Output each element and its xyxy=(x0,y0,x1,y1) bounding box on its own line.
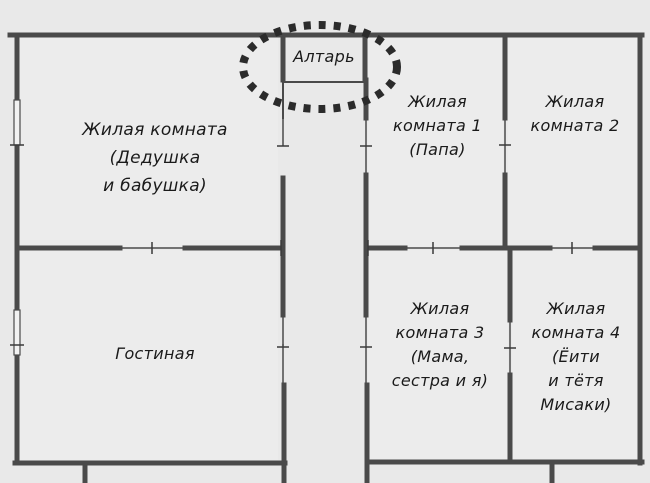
room-label-line: комната 2 xyxy=(530,116,620,135)
room-label-line: (Ёити xyxy=(552,347,600,366)
altar-label: Алтарь xyxy=(283,46,365,68)
room-label-line: Мисаки) xyxy=(540,395,612,414)
room-label-room-4: Жилая комната 4 (Ёити и тётя Мисаки) xyxy=(512,297,640,417)
room-label-living-room: Гостиная xyxy=(40,343,270,365)
room-label-line: комната 4 xyxy=(531,323,621,342)
room-label-room-2: Жилая комната 2 xyxy=(510,90,640,138)
room-label-line: Жилая xyxy=(546,299,606,318)
room-label-grandparents: Жилая комната (Дедушка и бабушка) xyxy=(40,116,270,200)
room-label-line: (Мама, xyxy=(410,347,470,366)
door-marks xyxy=(10,144,573,349)
altar-highlight-circle xyxy=(239,21,401,113)
room-label-room-1: Жилая комната 1 (Папа) xyxy=(370,90,505,162)
room-label-line: Жилая xyxy=(408,92,467,111)
room-label-line: Жилая xyxy=(410,299,470,318)
room-label-line: Жилая комната xyxy=(82,120,228,140)
room-label-line: сестра и я) xyxy=(391,371,489,390)
room-label-room-3: Жилая комната 3 (Мама, сестра и я) xyxy=(370,297,510,393)
room-label-line: (Папа) xyxy=(409,140,466,159)
room-label-line: и бабушка) xyxy=(103,176,207,196)
room-label-line: комната 1 xyxy=(393,116,482,135)
room-label-line: (Дедушка xyxy=(109,148,201,168)
altar-label-text: Алтарь xyxy=(293,47,355,66)
room-label-line: комната 3 xyxy=(395,323,485,342)
room-label-line: Жилая xyxy=(545,92,605,111)
walls xyxy=(7,32,645,483)
room-label-line: и тётя xyxy=(548,371,604,390)
room-label-line: Гостиная xyxy=(115,344,195,363)
